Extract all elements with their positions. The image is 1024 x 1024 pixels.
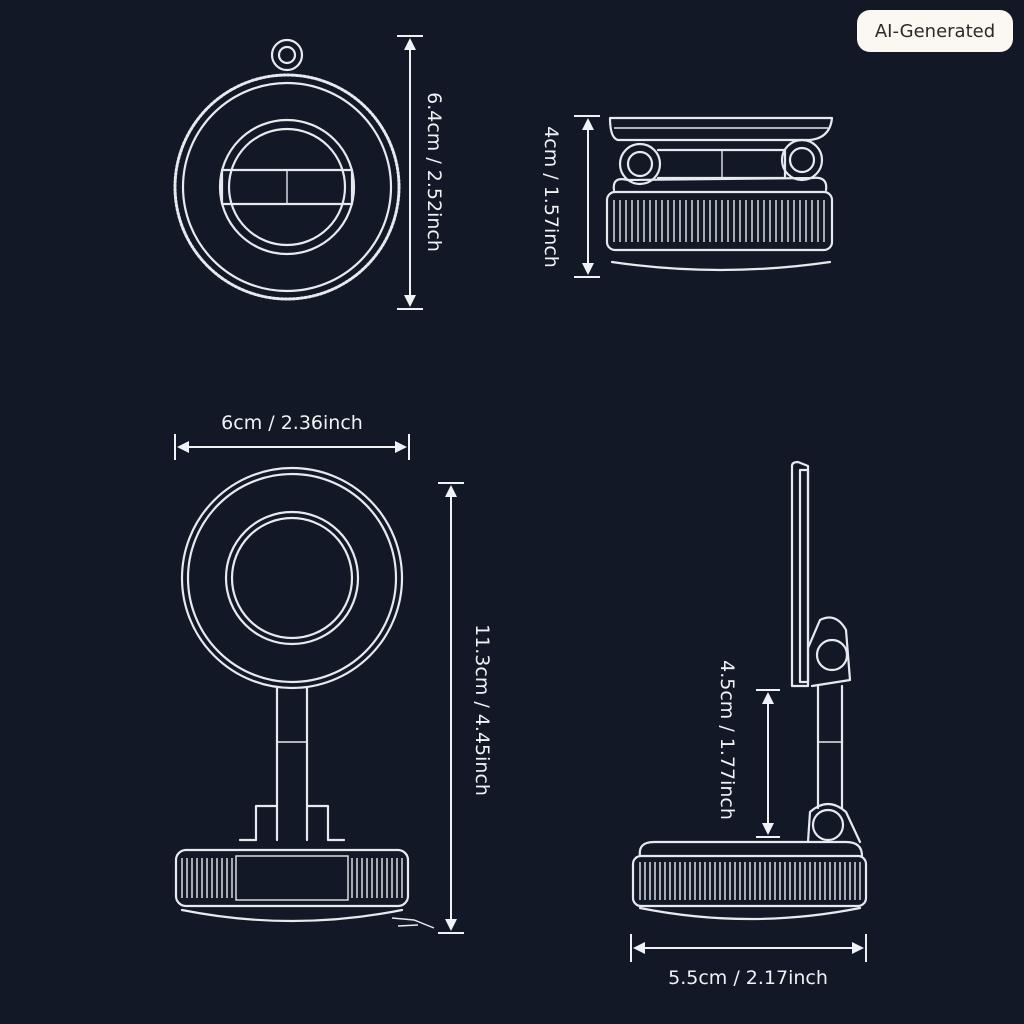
top-height-label: 4cm / 1.57inch — [540, 126, 562, 268]
front-width-label: 6cm / 2.36inch — [221, 412, 363, 434]
hanging-ring-inner — [277, 45, 297, 65]
side-base-dimension: 5.5cm / 2.17inch — [630, 934, 867, 989]
side-lower-hinge — [811, 808, 845, 842]
rim-inner-edge — [181, 81, 393, 293]
center-circle-inner — [227, 127, 347, 247]
front-plate-outer — [180, 466, 404, 690]
front-base-body — [174, 848, 410, 908]
top-side-view-mount — [605, 116, 834, 272]
side-suction-cup — [638, 906, 862, 921]
suction-cup — [610, 260, 832, 272]
side-plate-inner — [798, 468, 810, 684]
front-height-dimension: 11.3cm / 4.45inch — [438, 482, 493, 934]
side-base-ridges — [639, 862, 861, 900]
base-body — [605, 190, 834, 252]
magnet-ring-inner — [230, 516, 354, 640]
side-stem — [816, 684, 844, 810]
front-view-mount — [174, 466, 435, 929]
side-upper-hinge-bracket — [806, 616, 852, 688]
front-width-dimension: 6cm / 2.36inch — [174, 412, 410, 460]
side-arm-label: 4.5cm / 1.77inch — [716, 660, 738, 820]
side-lower-bracket — [806, 802, 862, 844]
top-view-mount — [173, 38, 401, 301]
front-base-panel — [235, 855, 349, 901]
side-arm-dimension: 4.5cm / 1.77inch — [716, 660, 780, 838]
hinge-right-outer — [780, 138, 824, 182]
front-height-label: 11.3cm / 4.45inch — [471, 624, 493, 796]
base-top-edge — [612, 176, 828, 192]
top-diameter-dimension: 6.4cm / 2.52inch — [397, 35, 445, 310]
plate-top — [608, 116, 834, 142]
side-view-mount — [631, 460, 868, 921]
front-base-ridges — [181, 858, 403, 898]
side-base-label: 5.5cm / 2.17inch — [668, 967, 828, 989]
hanging-ring — [270, 38, 304, 72]
front-suction-cup — [180, 908, 404, 923]
hinge-left-inner — [626, 150, 654, 178]
suction-tab — [391, 917, 435, 929]
center-circle-outer — [218, 118, 356, 256]
ai-generated-badge: AI-Generated — [857, 10, 1013, 52]
side-upper-hinge — [815, 638, 849, 672]
base-ridges — [613, 200, 825, 242]
side-base-top — [638, 840, 864, 858]
front-plate-rim — [186, 472, 398, 684]
side-base-body — [631, 854, 868, 908]
magnet-ring-outer — [224, 510, 360, 646]
stem-bracket — [238, 804, 346, 842]
hinge-right-inner — [788, 146, 816, 174]
stem — [275, 686, 309, 842]
top-height-dimension: 4cm / 1.57inch — [540, 115, 600, 278]
knurled-outer-rim — [173, 73, 401, 301]
hinge-left-outer — [618, 142, 662, 186]
top-diameter-label: 6.4cm / 2.52inch — [423, 92, 445, 252]
